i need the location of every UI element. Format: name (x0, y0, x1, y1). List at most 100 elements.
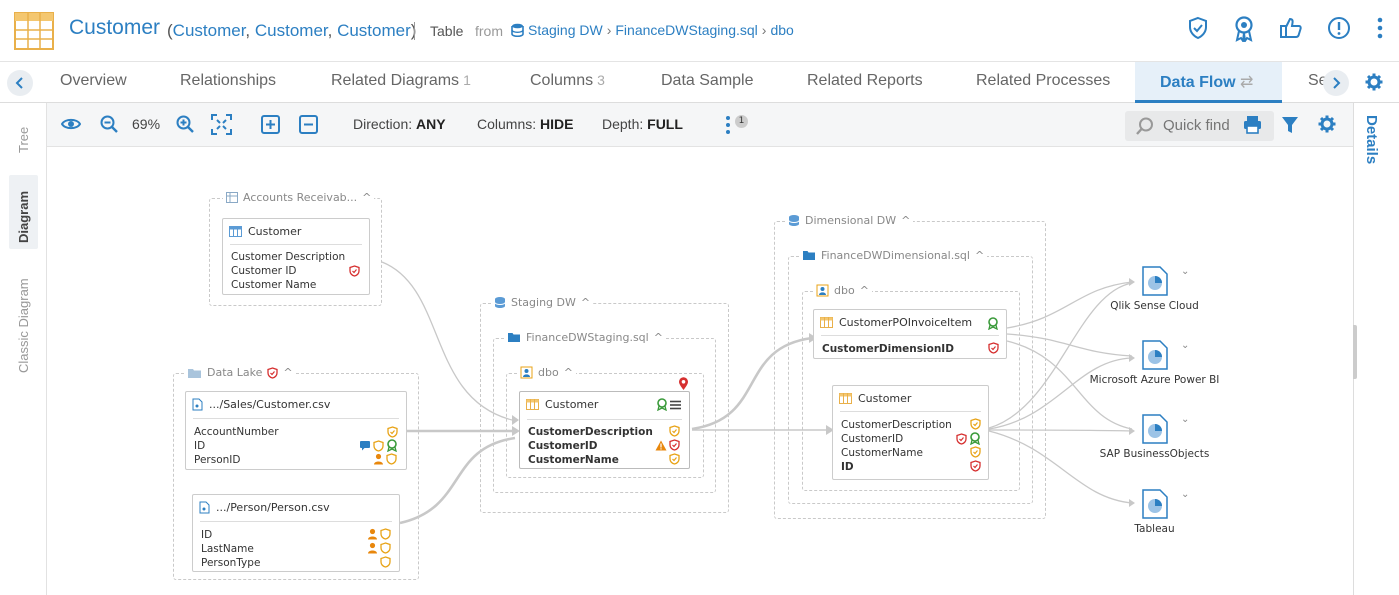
chevron-down-icon[interactable]: ⌄ (1181, 414, 1189, 425)
person-icon (367, 542, 378, 554)
alert-circle-icon[interactable] (1327, 16, 1351, 42)
gear-icon[interactable] (1365, 73, 1383, 91)
column-item[interactable]: ID (194, 440, 205, 452)
tab-related-reports[interactable]: Related Reports (807, 72, 923, 90)
report-node[interactable]: Tableau (1092, 489, 1217, 535)
column-item[interactable]: LastName (201, 543, 254, 555)
collapse-all-icon[interactable] (299, 115, 318, 134)
shield-warning-icon (669, 425, 680, 437)
tab-tree[interactable]: Tree (16, 127, 31, 153)
collapse-caret-icon[interactable]: ^ (362, 191, 371, 204)
tab-related-diagrams[interactable]: Related Diagrams1 (331, 72, 471, 90)
scroll-left-button[interactable] (7, 70, 33, 96)
tab-count: 1 (463, 72, 471, 88)
file-node-person[interactable]: .../Person/Person.csv ID LastName Person… (192, 494, 400, 572)
schema-icon (520, 366, 533, 379)
collapse-caret-icon[interactable]: ^ (581, 296, 590, 309)
report-node[interactable]: Qlik Sense Cloud (1092, 266, 1217, 312)
breadcrumb-item[interactable]: dbo (770, 22, 793, 38)
scroll-right-button[interactable] (1323, 70, 1349, 96)
column-item[interactable]: CustomerDescription (841, 419, 952, 431)
alias-link[interactable]: Customer (255, 21, 328, 40)
column-item[interactable]: CustomerName (528, 454, 619, 466)
column-item[interactable]: Customer Description (231, 251, 345, 263)
group-label[interactable]: dbo^ (813, 284, 872, 297)
print-icon[interactable] (1243, 115, 1262, 134)
collapse-caret-icon[interactable]: ^ (901, 214, 910, 227)
tab-data-flow[interactable]: Data Flow ⇄ (1135, 62, 1282, 103)
alias-link[interactable]: Customer (337, 21, 411, 40)
tab-classic-diagram[interactable]: Classic Diagram (16, 278, 31, 373)
column-item[interactable]: Customer Name (231, 279, 316, 291)
shield-icon (267, 367, 278, 379)
shield-check-icon[interactable] (1187, 16, 1209, 42)
report-node[interactable]: Microsoft Azure Power BI (1082, 340, 1227, 386)
menu-icon[interactable] (670, 400, 681, 410)
column-item[interactable]: Customer ID (231, 265, 297, 277)
filter-icon[interactable] (1281, 116, 1299, 134)
column-item[interactable]: CustomerName (841, 447, 923, 459)
eye-icon[interactable] (61, 116, 81, 132)
chevron-down-icon[interactable]: ⌄ (1181, 266, 1189, 277)
column-item[interactable]: CustomerID (841, 433, 903, 445)
group-label[interactable]: Data Lake ^ (184, 366, 296, 379)
view-switcher: Tree Diagram Classic Diagram (0, 103, 47, 595)
table-node-customer-po-invoice[interactable]: CustomerPOInvoiceItem CustomerDimensionI… (813, 309, 1007, 359)
table-node-customer-dimensional[interactable]: Customer CustomerDescription CustomerID … (832, 385, 989, 480)
group-label[interactable]: dbo^ (517, 366, 576, 379)
details-tab[interactable]: Details (1363, 115, 1380, 164)
report-node[interactable]: SAP BusinessObjects (1092, 414, 1217, 460)
alias-link[interactable]: Customer (173, 21, 246, 40)
breadcrumb-item[interactable]: FinanceDWStaging.sql (615, 22, 757, 38)
column-item[interactable]: PersonType (201, 557, 260, 569)
table-node-customer-staging[interactable]: Customer CustomerDescription CustomerID … (519, 391, 690, 469)
column-item[interactable]: ID (841, 461, 854, 473)
direction-selector[interactable]: Direction: ANY (353, 116, 446, 132)
thumbs-up-icon[interactable] (1279, 16, 1303, 42)
group-label[interactable]: Accounts Receivab...^ (223, 191, 374, 204)
tab-relationships[interactable]: Relationships (180, 72, 276, 90)
zoom-out-icon[interactable] (100, 115, 118, 133)
collapse-caret-icon[interactable]: ^ (654, 331, 663, 344)
collapse-caret-icon[interactable]: ^ (283, 366, 292, 379)
settings-gear-icon[interactable] (1318, 115, 1336, 133)
collapse-caret-icon[interactable]: ^ (564, 366, 573, 379)
location-pin-icon (678, 377, 689, 391)
diagram-canvas[interactable]: Accounts Receivab...^ Customer Customer … (47, 148, 1353, 595)
tab-overview[interactable]: Overview (60, 72, 127, 90)
tab-related-processes[interactable]: Related Processes (976, 72, 1110, 90)
chevron-down-icon[interactable]: ⌄ (1181, 340, 1189, 351)
group-label[interactable]: FinanceDWDimensional.sql^ (799, 249, 987, 262)
column-item[interactable]: CustomerID (528, 440, 598, 452)
fit-to-screen-icon[interactable] (211, 114, 232, 135)
column-item[interactable]: AccountNumber (194, 426, 279, 438)
chevron-down-icon[interactable]: ⌄ (1181, 489, 1189, 500)
group-label[interactable]: Staging DW^ (491, 296, 593, 309)
depth-selector[interactable]: Depth: FULL (602, 116, 683, 132)
more-options-icon[interactable] (724, 115, 732, 135)
column-item[interactable]: CustomerDimensionID (822, 343, 954, 355)
group-label[interactable]: Dimensional DW^ (785, 214, 913, 227)
group-label[interactable]: FinanceDWStaging.sql^ (504, 331, 666, 344)
breadcrumb-item[interactable]: Staging DW (528, 22, 603, 38)
shield-warning-icon (373, 440, 384, 452)
zoom-in-icon[interactable] (176, 115, 194, 133)
tab-columns[interactable]: Columns3 (530, 72, 605, 90)
column-item[interactable]: ID (201, 529, 212, 541)
certification-badge-icon[interactable] (1233, 16, 1255, 42)
tab-diagram[interactable]: Diagram (16, 191, 31, 243)
collapse-caret-icon[interactable]: ^ (975, 249, 984, 262)
file-node-sales-customer[interactable]: .../Sales/Customer.csv AccountNumber ID … (185, 391, 407, 470)
more-vertical-icon[interactable] (1375, 16, 1385, 42)
expand-all-icon[interactable] (261, 115, 280, 134)
search-icon (1136, 117, 1154, 135)
tab-data-sample[interactable]: Data Sample (661, 72, 754, 90)
shield-icon (669, 439, 680, 451)
columns-selector[interactable]: Columns: HIDE (477, 116, 573, 132)
column-item[interactable]: CustomerDescription (528, 426, 653, 438)
shield-warning-icon (386, 453, 397, 465)
collapse-caret-icon[interactable]: ^ (860, 284, 869, 297)
column-item[interactable]: PersonID (194, 454, 240, 466)
table-node-customer-source[interactable]: Customer Customer Description Customer I… (222, 218, 370, 295)
divider (414, 22, 415, 40)
